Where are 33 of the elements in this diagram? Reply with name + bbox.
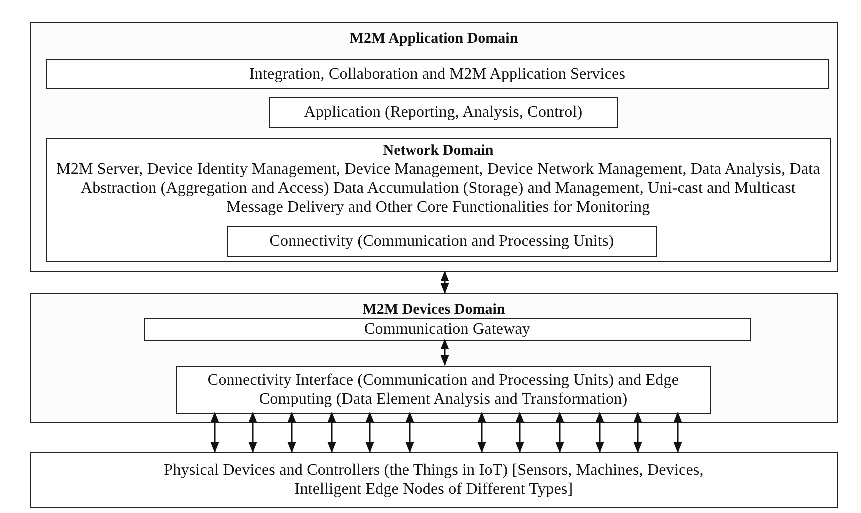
double-arrow	[440, 338, 450, 366]
box-label: Integration, Collaboration and M2M Application Services	[249, 64, 626, 84]
heading: M2M Application Domain	[350, 30, 518, 48]
double-arrow	[674, 412, 682, 454]
text-box	[46, 59, 829, 89]
text-box	[30, 452, 838, 508]
box-label: Connectivity (Communication and Processing Units)	[270, 232, 614, 251]
double-arrow	[210, 412, 220, 454]
box-label: Communication Gateway	[364, 320, 531, 339]
text-box	[176, 366, 711, 414]
double-arrow	[634, 412, 642, 454]
text-box	[269, 97, 618, 128]
text-box	[227, 226, 657, 257]
description: M2M Server, Device Identity Management, Device Management, Device Network Management, Data Analysis, Data Abstraction (Aggregation and Access) Data Accumulation (Storage) and Management, Uni-cast and Multicast Message Delivery and Other Core Functionalities for Monitoring	[56, 160, 822, 217]
double-arrow	[406, 412, 414, 454]
heading: Network Domain	[383, 142, 494, 160]
double-arrow	[366, 412, 374, 454]
double-arrow	[288, 412, 296, 454]
double-arrow	[516, 412, 524, 454]
domain-box	[46, 138, 831, 262]
domain-box	[30, 22, 838, 272]
double-arrow	[556, 412, 564, 454]
double-arrow	[596, 412, 604, 454]
double-arrow	[248, 412, 258, 454]
double-arrow	[440, 270, 450, 294]
box-label: Connectivity Interface (Communication and Processing Units) and Edge Computing (Data Element Analysis and Transformation)	[206, 371, 680, 409]
box-label: Application (Reporting, Analysis, Control)	[304, 103, 583, 122]
domain-box	[30, 293, 838, 423]
heading: M2M Devices Domain	[362, 301, 506, 319]
box-label: Physical Devices and Controllers (the Things in IoT) [Sensors, Machines, Devices, Intelligent Edge Nodes of Different Types]	[163, 461, 705, 499]
double-arrow	[328, 412, 336, 454]
double-arrow	[478, 412, 486, 454]
text-box	[144, 318, 751, 341]
